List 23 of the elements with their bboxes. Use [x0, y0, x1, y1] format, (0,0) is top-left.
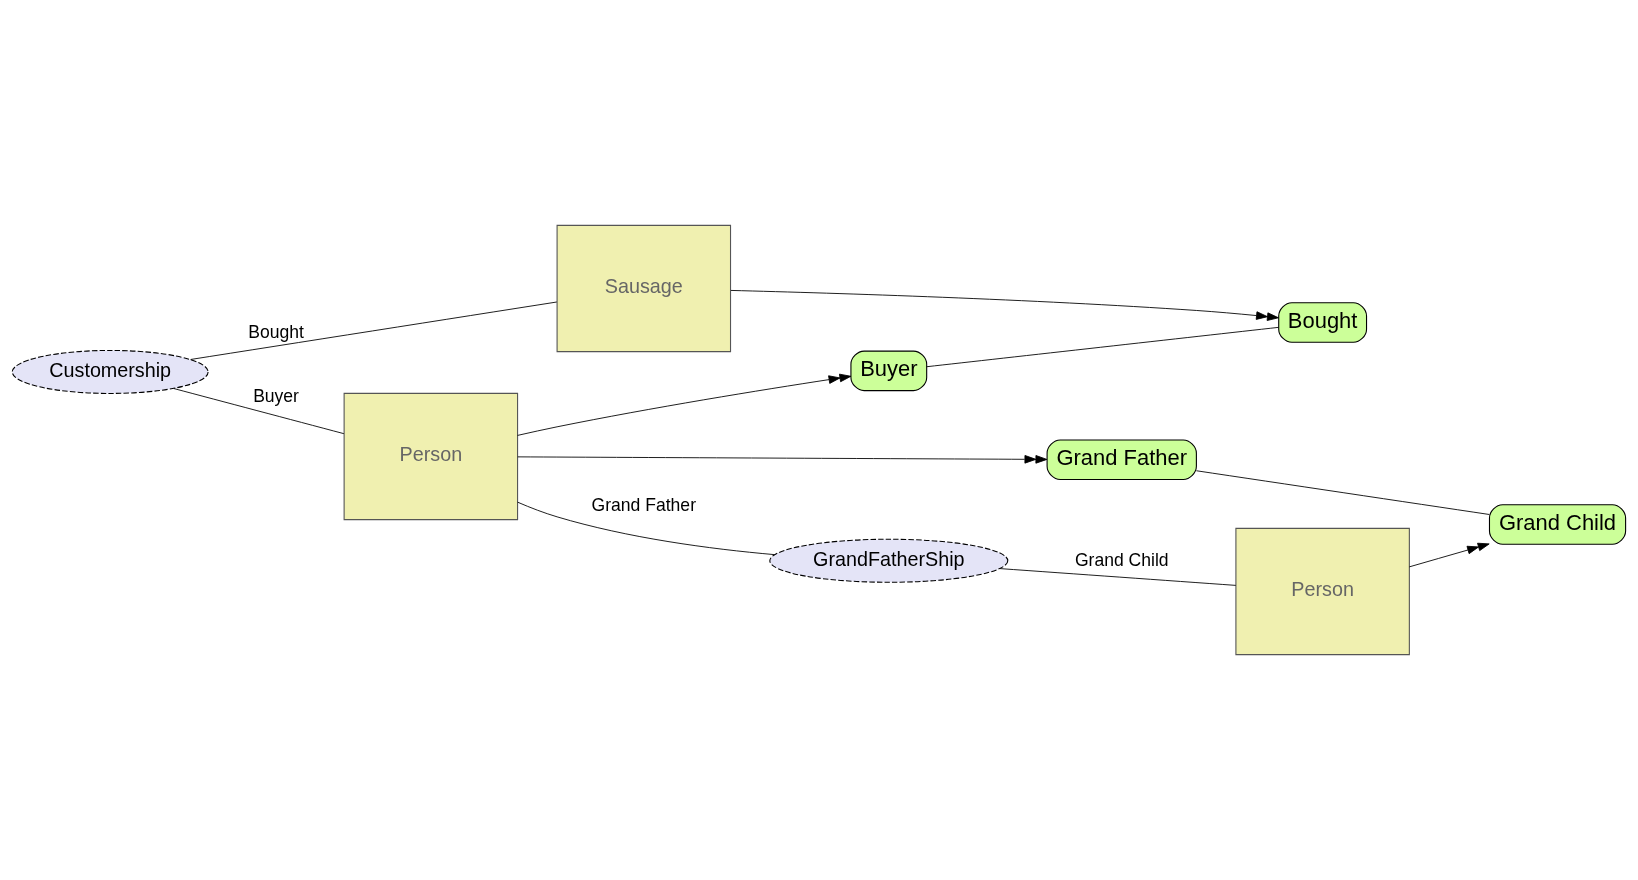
edge-label: Bought [248, 321, 304, 342]
connector [173, 388, 345, 435]
arrow [730, 290, 1279, 321]
node-box: Grand Father [1046, 439, 1197, 481]
edge-label: Buyer [253, 386, 299, 407]
connector [999, 568, 1237, 586]
node-box: Bought [1278, 302, 1368, 343]
node-ellipse: GrandFatherShip [769, 538, 1009, 583]
connector [517, 501, 775, 556]
connector [926, 326, 1279, 368]
node-box: Person [343, 392, 519, 521]
arrow [517, 455, 1048, 464]
node-box: Buyer [850, 350, 928, 392]
edge-label: Grand Father [591, 495, 696, 516]
node-box: Grand Child [1488, 504, 1627, 545]
connector [190, 301, 558, 360]
node-box: Person [1235, 527, 1410, 656]
node-box: Sausage [556, 224, 732, 353]
edge-label: Grand Child [1074, 550, 1169, 571]
arrow [1408, 542, 1490, 568]
connector [1195, 470, 1490, 515]
node-ellipse: Customership [11, 349, 209, 394]
arrow [517, 373, 852, 436]
